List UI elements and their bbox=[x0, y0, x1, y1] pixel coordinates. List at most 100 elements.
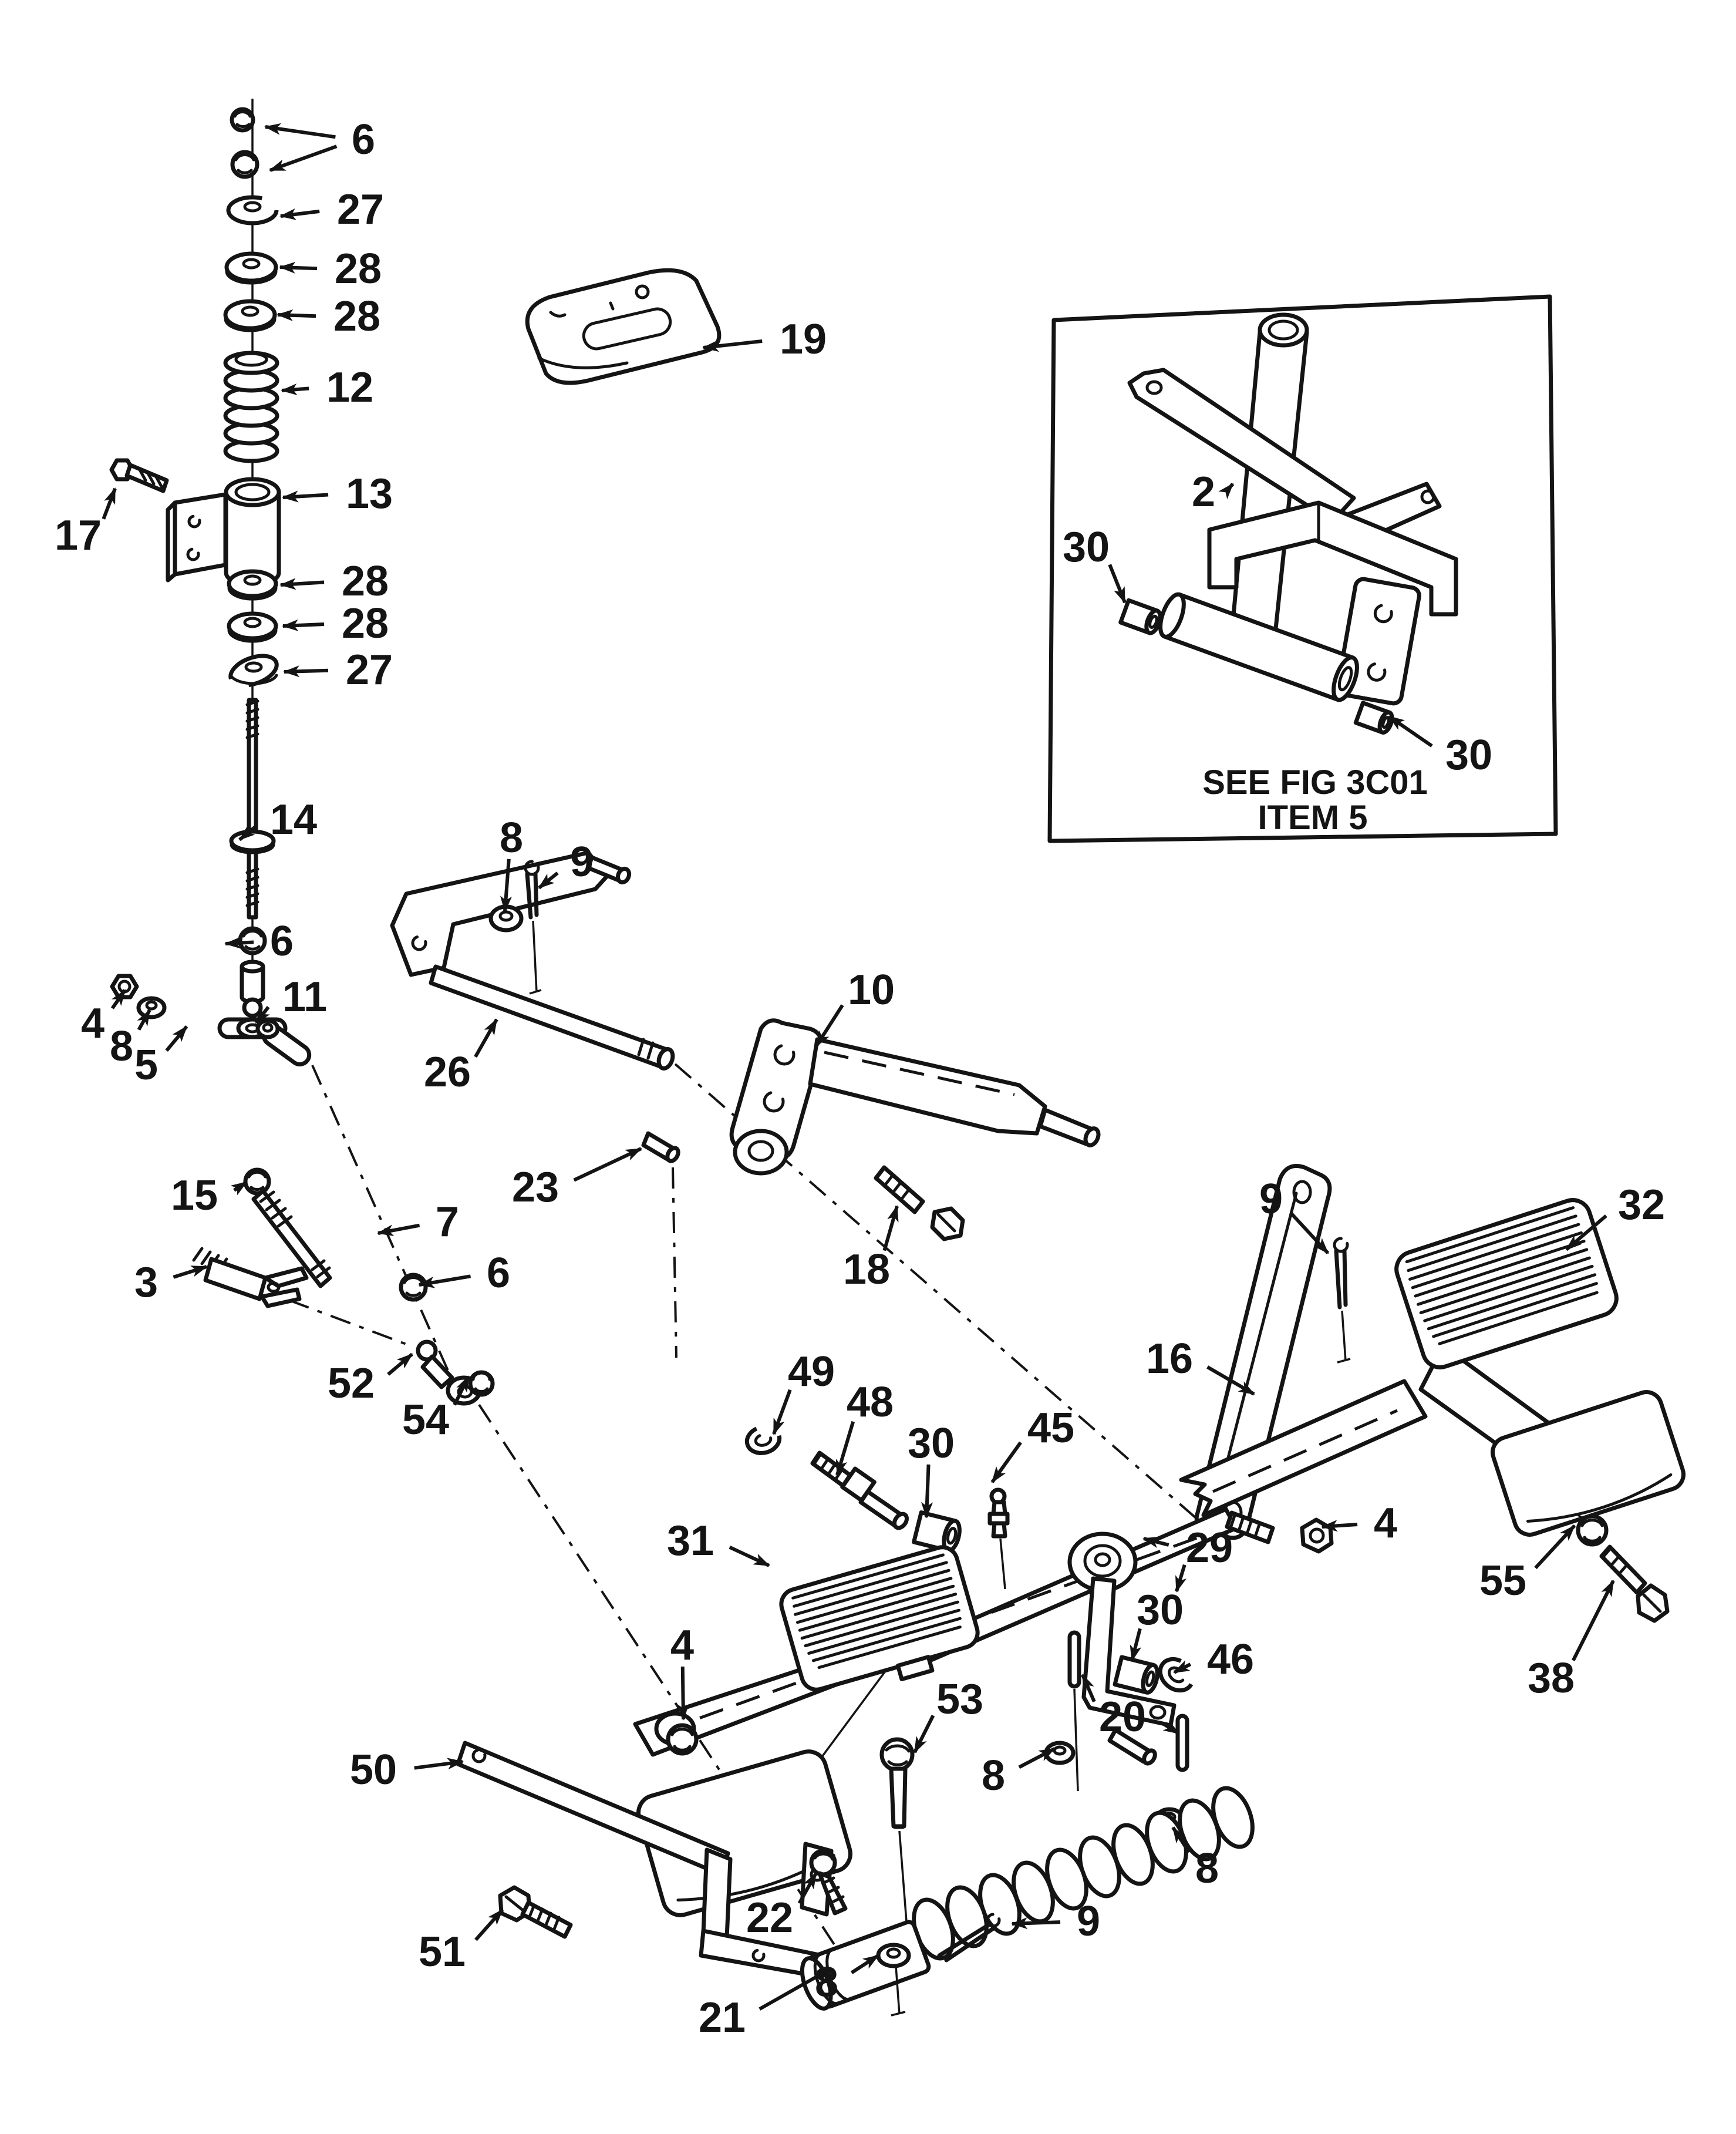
hub bbox=[733, 1129, 789, 1176]
callout-50: 50 bbox=[350, 1746, 397, 1793]
leader-line-11 bbox=[254, 1006, 270, 1024]
leader-line-54 bbox=[453, 1375, 470, 1406]
bracket-plate bbox=[173, 492, 228, 577]
spring-12 bbox=[223, 351, 279, 463]
callout-6: 6 bbox=[270, 918, 294, 965]
leader-line-22 bbox=[797, 1872, 818, 1904]
leader-line-2 bbox=[1218, 483, 1235, 500]
link-hardware bbox=[744, 1425, 1010, 1590]
callout-22: 22 bbox=[746, 1894, 793, 1941]
callout-51: 51 bbox=[419, 1928, 466, 1975]
callout-8: 8 bbox=[815, 1959, 838, 2006]
pedal-pad-32 bbox=[1394, 1198, 1619, 1369]
leader-line-9 bbox=[1290, 1212, 1330, 1255]
callout-6: 6 bbox=[352, 116, 375, 163]
callout-49: 49 bbox=[788, 1348, 835, 1395]
callout-30: 30 bbox=[1063, 524, 1110, 571]
bolt-17 bbox=[109, 458, 169, 493]
callout-20: 20 bbox=[1099, 1694, 1146, 1741]
leader-line-50 bbox=[414, 1758, 464, 1770]
leader-line-30 bbox=[1108, 564, 1127, 604]
leader-line-28 bbox=[282, 619, 325, 631]
callout-55: 55 bbox=[1479, 1557, 1526, 1604]
cover-19 bbox=[525, 268, 722, 385]
pedal-31 bbox=[636, 1545, 980, 1937]
washer-28-3 bbox=[227, 569, 278, 601]
leader-line-8 bbox=[500, 859, 512, 913]
nut-4-right bbox=[1300, 1517, 1334, 1554]
leader-line-27 bbox=[283, 665, 329, 678]
callout-21: 21 bbox=[699, 1994, 746, 2041]
leader-line-6 bbox=[264, 123, 336, 139]
leader-line-46 bbox=[1173, 1660, 1192, 1674]
leader-line-8 bbox=[1171, 1826, 1191, 1853]
leader-line-20 bbox=[1081, 1674, 1096, 1703]
leader-line-27 bbox=[279, 208, 320, 220]
pin-23 bbox=[641, 1131, 680, 1163]
leader-line-49 bbox=[772, 1389, 792, 1435]
leader-line-28 bbox=[279, 261, 318, 274]
inset-bushing-30-left bbox=[1118, 598, 1162, 635]
spring-21-assembly bbox=[800, 1786, 1255, 2017]
bolt-53 bbox=[879, 1737, 915, 1937]
callout-12: 12 bbox=[326, 364, 373, 411]
washer-28-4 bbox=[227, 611, 278, 643]
rod-7 bbox=[251, 1189, 332, 1288]
leader-line-48 bbox=[835, 1421, 855, 1476]
clip-49 bbox=[744, 1425, 782, 1455]
callout-23: 23 bbox=[512, 1164, 559, 1211]
leader-line-26 bbox=[474, 1018, 498, 1058]
leader-line-9 bbox=[538, 871, 559, 890]
pedal-32 bbox=[1179, 1198, 1686, 1623]
cotter-pin-9-right bbox=[1333, 1237, 1351, 1364]
leader-line-6 bbox=[418, 1274, 471, 1288]
washer-27-lower bbox=[228, 654, 279, 688]
leader-line-17 bbox=[102, 487, 117, 520]
leader-line-38 bbox=[1571, 1580, 1615, 1662]
fitting-22 bbox=[809, 1849, 848, 1916]
bolt-18 bbox=[874, 1165, 965, 1241]
cotter-pin-9-bottom bbox=[937, 1913, 1001, 1963]
leader-line-12 bbox=[281, 383, 309, 396]
leader-line-45 bbox=[990, 1441, 1022, 1483]
callout-8: 8 bbox=[110, 1023, 133, 1070]
bolt-51 bbox=[498, 1885, 573, 1939]
leader-line-8 bbox=[137, 1009, 151, 1031]
callout-9: 9 bbox=[1259, 1176, 1283, 1223]
callout-8: 8 bbox=[982, 1752, 1005, 1799]
leader-line-15 bbox=[230, 1180, 248, 1196]
pedal-pad-31 bbox=[779, 1545, 980, 1692]
inset-saddle-bracket bbox=[1207, 500, 1458, 617]
callout-30: 30 bbox=[908, 1420, 955, 1467]
leader-line-19 bbox=[702, 339, 763, 352]
callout-4: 4 bbox=[1374, 1500, 1397, 1547]
cotter-pin-9-shaft bbox=[524, 860, 542, 995]
callout-54: 54 bbox=[402, 1396, 449, 1443]
callout-27: 27 bbox=[346, 647, 393, 694]
leader-line-7 bbox=[377, 1223, 420, 1237]
callout-53: 53 bbox=[936, 1676, 983, 1723]
callout-28: 28 bbox=[342, 600, 389, 647]
pedal-lower-plate bbox=[1491, 1390, 1686, 1537]
inset-box: SEE FIG 3C01 ITEM 5 bbox=[1047, 294, 1558, 843]
callout-38: 38 bbox=[1528, 1655, 1575, 1702]
leader-line-4 bbox=[110, 989, 127, 1009]
callout-3: 3 bbox=[134, 1259, 158, 1306]
bolt-38 bbox=[1599, 1544, 1670, 1623]
callout-9: 9 bbox=[570, 839, 594, 886]
callout-4: 4 bbox=[81, 1000, 105, 1047]
leader-line-55 bbox=[1534, 1524, 1576, 1570]
washer-27-upper bbox=[226, 195, 279, 225]
callout-16: 16 bbox=[1146, 1335, 1193, 1382]
callout-8: 8 bbox=[1195, 1845, 1219, 1892]
cross-bar-29 bbox=[633, 1507, 1334, 1832]
leader-line-16 bbox=[1206, 1365, 1255, 1396]
leader-line-29 bbox=[1175, 1564, 1187, 1593]
leader-line-20 bbox=[1161, 1720, 1180, 1735]
leader-line-14 bbox=[238, 825, 257, 842]
leader-line-29 bbox=[1142, 1536, 1169, 1549]
callout-14: 14 bbox=[270, 796, 317, 843]
callout-5: 5 bbox=[134, 1042, 158, 1089]
